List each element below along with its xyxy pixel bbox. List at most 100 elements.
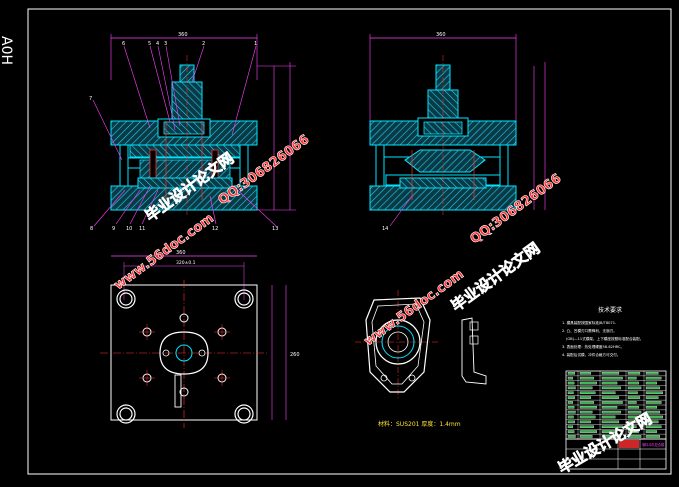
bom-cell-fill: [627, 391, 638, 395]
bom-cell-fill: [579, 381, 597, 385]
bom-cell-fill: [567, 391, 574, 395]
bom-cell-fill: [627, 372, 641, 375]
bom-cell-fill: [579, 410, 593, 414]
bom-cell-fill: [601, 391, 616, 395]
bom-cell-fill: [579, 391, 596, 395]
side-top-dim: 360: [436, 32, 446, 38]
bom-cell-fill: [567, 410, 576, 414]
bom-cell-fill: [579, 406, 597, 409]
bom-cell-fill: [601, 406, 618, 409]
bom-cell-fill: [645, 420, 659, 424]
bom-cell-fill: [601, 396, 620, 399]
bom-cell-fill: [601, 401, 623, 404]
bom-cell-fill: [645, 401, 662, 404]
front-balloon: 3: [164, 41, 167, 47]
bom-cell-fill: [579, 430, 597, 433]
part-material-note: 材料：SUS201 厚度：1.4mm: [378, 420, 461, 428]
part-drawing: 材料：SUS201 厚度：1.4mm: [355, 290, 487, 428]
bom-cell-fill: [627, 376, 637, 380]
bom-cell-fill: [645, 372, 659, 375]
sheet-frame: [27, 8, 672, 475]
bom-cell-fill: [645, 376, 662, 380]
front-balloon: 12: [212, 226, 218, 232]
front-top-dim: 360: [178, 32, 188, 38]
bom-cell-fill: [579, 372, 592, 375]
watermark-site: www.56doc.com: [112, 211, 217, 293]
bom-cell-fill: [601, 381, 618, 385]
bom-cell-fill: [627, 435, 642, 438]
bom-cell-fill: [645, 430, 658, 433]
bom-cell-fill: [567, 401, 574, 404]
bom-cell-fill: [627, 410, 642, 414]
bom-cell-fill: [567, 381, 575, 385]
bom-cell-fill: [601, 430, 618, 433]
front-balloon: 1: [254, 41, 257, 47]
bom-cell-fill: [627, 425, 637, 429]
tech-title: 技术要求: [598, 306, 622, 314]
bom-cell-fill: [567, 372, 576, 375]
bom-cell-fill: [601, 376, 623, 380]
bom-cell-fill: [627, 406, 639, 409]
front-balloon: 7: [89, 96, 92, 102]
bom-cell-fill: [567, 415, 574, 419]
bom-cell-fill: [645, 425, 662, 429]
bom-cell-fill: [601, 386, 621, 390]
plan-outer-dim: 360: [176, 250, 186, 256]
bom-cell-fill: [567, 420, 576, 424]
title-block: 落料冲孔复合模: [565, 370, 667, 470]
front-balloon: 13: [272, 226, 278, 232]
bom-cell-fill: [627, 381, 639, 385]
plan-view: 360 320±0.1 260: [100, 250, 300, 428]
tech-line: 3. 表面处理：热处理硬度58-62HRC。: [562, 344, 624, 349]
bom-cell-fill: [627, 415, 638, 419]
bom-cell-fill: [645, 435, 661, 438]
bom-cell-fill: [579, 401, 595, 404]
tech-line: 1. 模具装配按国家标准JB/T8071.: [562, 320, 616, 325]
bom-cell-fill: [579, 435, 593, 438]
sheet-size-label: A0H: [0, 36, 14, 65]
bom-cell-fill: [567, 396, 576, 399]
bom-cell-fill: [579, 386, 593, 390]
bom-cell-fill: [627, 396, 641, 399]
bom-cell-fill: [601, 372, 620, 375]
bom-cell-fill: [601, 425, 623, 429]
bom-cell-fill: [567, 386, 576, 390]
bom-cell-fill: [645, 406, 658, 409]
bom-cell-fill: [645, 396, 659, 399]
tech-line: 2. 凸、凹模刃口需锋利，无崩刃。: [562, 328, 617, 333]
front-balloon: 10: [126, 226, 132, 232]
side-balloon: 14: [382, 226, 388, 232]
bom-cell-fill: [627, 401, 637, 404]
front-balloon: 2: [202, 41, 205, 47]
tech-line: 4. 装配后试模，冲件合格方可交付。: [562, 352, 620, 357]
bom-cell-fill: [601, 415, 616, 419]
front-balloon: 4: [156, 41, 159, 47]
bom-cell-fill: [627, 430, 639, 433]
bom-cell-fill: [579, 415, 596, 419]
bom-cell-fill: [567, 425, 574, 429]
bom-cell-fill: [579, 376, 595, 380]
bom-cell-fill: [645, 410, 661, 414]
tech-requirements: 技术要求 1. 模具装配按国家标准JB/T8071. 2. 凸、凹模刃口需锋利，…: [562, 306, 643, 357]
plan-side-dim: 260: [290, 352, 300, 358]
bom-cell-fill: [627, 420, 641, 424]
title-cell: 落料冲孔复合模: [642, 442, 665, 447]
side-view: 360 14: [369, 32, 546, 232]
bom-cell-fill: [579, 420, 592, 424]
bom-cell-fill: [601, 435, 621, 438]
front-view: 360: [89, 32, 296, 232]
bom-cell-fill: [579, 396, 592, 399]
bom-cell-fill: [645, 381, 658, 385]
bom-cell-fill: [567, 376, 574, 380]
front-balloon: 5: [148, 41, 151, 47]
bom-cell-fill: [645, 391, 663, 395]
bom-cell-fill: [601, 420, 620, 424]
tech-line: (GB)—11式模架。上下模座按照标准配合装配。: [566, 336, 643, 341]
bom-cell-fill: [645, 386, 661, 390]
bom-cell-fill: [567, 406, 575, 409]
plan-inner-dim: 320±0.1: [176, 260, 196, 266]
bom-cell-fill: [567, 435, 576, 438]
bom-cell-fill: [645, 415, 663, 419]
